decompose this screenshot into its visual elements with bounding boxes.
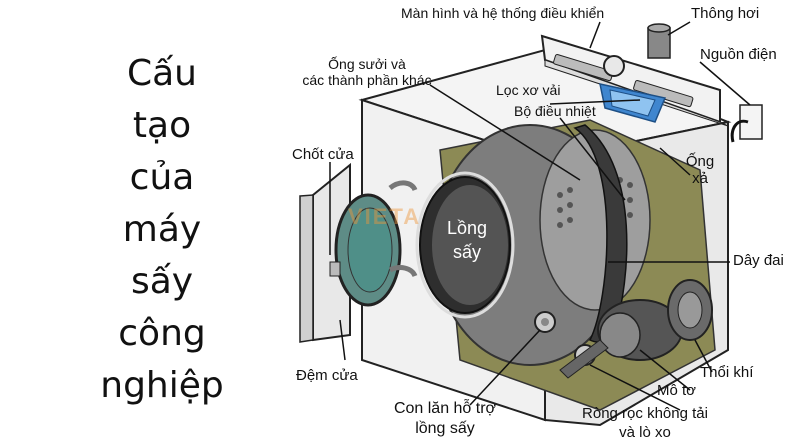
title-line: tạo xyxy=(132,105,192,146)
label-control-panel: Màn hình và hệ thống điều khiển xyxy=(401,5,605,21)
label-thermostat: Bộ điều nhiệt xyxy=(514,103,596,119)
label-idler-line: và lò xo xyxy=(619,424,671,441)
label-drum-roller-line: lồng sấy xyxy=(415,420,475,437)
label-drum: Lồng sấy xyxy=(432,216,502,264)
watermark: VIETA xyxy=(348,204,422,229)
label-heater-line: Ống sưởi và xyxy=(328,56,406,72)
label-drum-roller-line: Con lăn hỗ trợ xyxy=(393,400,497,417)
leader-lines xyxy=(329,21,751,411)
label-lint-filter: Lọc xơ vải xyxy=(496,82,561,98)
label-idler: Ròng rọc không tải và lò xo xyxy=(565,404,725,442)
label-vent: Thông hơi xyxy=(691,5,760,22)
label-heater-line: các thành phần khác xyxy=(302,72,432,88)
label-drum-line: Lồng xyxy=(446,218,488,238)
label-exhaust-line: xả xyxy=(692,170,708,187)
label-power: Nguồn điện xyxy=(700,46,777,63)
label-drum-line: sấy xyxy=(452,242,481,262)
door-latch xyxy=(329,261,341,277)
label-exhaust-line: Ống xyxy=(685,153,715,170)
label-door-seal: Đệm cửa xyxy=(296,367,358,384)
label-motor: Mô tơ xyxy=(657,382,697,399)
label-door-latch: Chốt cửa xyxy=(292,146,354,163)
title-line: công xyxy=(118,313,206,354)
title-line: nghiệp xyxy=(100,365,224,406)
title-line: Cấu xyxy=(126,53,197,94)
label-blower: Thổi khí xyxy=(700,364,754,381)
title-line: sấy xyxy=(130,261,194,302)
label-idler-line: Ròng rọc không tải xyxy=(582,405,708,422)
label-heater: Ống sưởi và các thành phần khác xyxy=(292,56,442,88)
title-line: máy xyxy=(122,209,202,250)
title-line: của xyxy=(129,157,195,198)
diagram-title: Cấu tạo của máy sấy công nghiệp xyxy=(92,48,232,412)
label-belt: Dây đai xyxy=(733,252,784,269)
label-exhaust: Ống xả xyxy=(680,153,720,187)
label-drum-roller: Con lăn hỗ trợ lồng sấy xyxy=(375,399,515,439)
